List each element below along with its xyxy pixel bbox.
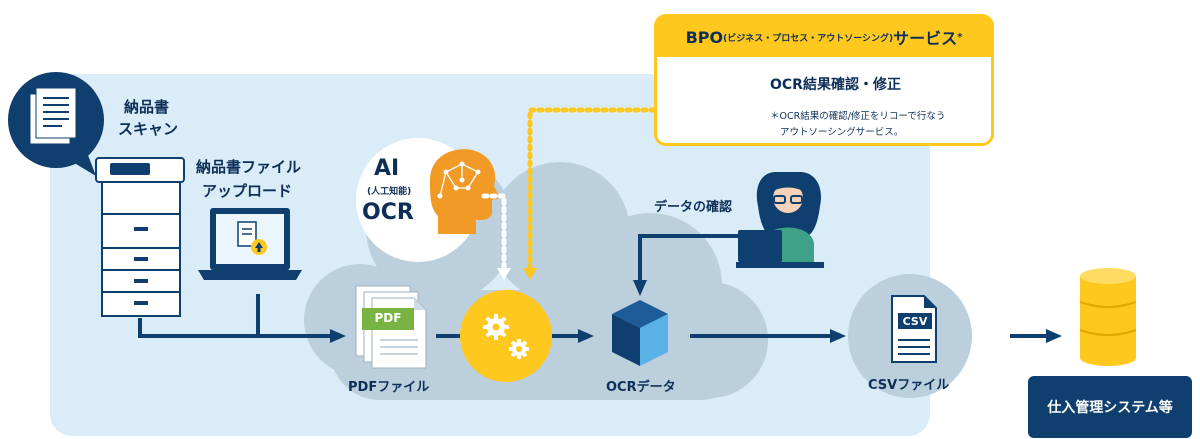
pdf-badge: PDF [374,311,402,325]
bpo-dotted-arrow [523,268,537,280]
ai-ocr-label: OCR [362,200,414,225]
ai-title: AI [374,156,400,181]
check-flow-line [638,234,738,282]
bpo-title-paren: (ビジネス・プロセス・アウトソーシング) [723,33,894,44]
csv-badge: CSV [902,315,928,328]
scan-label-line1: 納品書 [124,98,170,116]
document-bubble-icon [8,72,104,176]
csv-file-label: CSVファイル [868,378,950,393]
ai-ocr-badge [356,138,500,262]
arrow-to-system-head [1046,329,1062,343]
bpo-title-main: BPO [685,27,724,47]
ocr-data-cube-icon [612,300,668,366]
ai-dotted-line [481,193,507,273]
data-check-label: データの確認 [654,200,733,215]
purchase-system-label: 仕入管理システム等 [1028,376,1192,438]
database-icon [1079,268,1137,366]
arrow-to-pdf [330,329,346,343]
pdf-file-icon [355,285,427,369]
ai-dotted-arrow [497,268,511,280]
upload-label-line2: アップロード [202,182,293,200]
input-flow-lines [138,294,330,338]
bpo-note-line2: アウトソーシングサービス。 [780,127,904,138]
ai-subtitle: (人工知能) [367,187,412,197]
laptop-upload-icon [198,208,302,280]
arrow-to-csv-head [830,329,846,343]
arrow-to-ocr-data [578,329,594,343]
pdf-file-label: PDFファイル [348,380,430,395]
csv-file-icon [891,295,937,363]
upload-label-line1: 納品書ファイル [196,158,302,176]
bpo-heading: OCR結果確認・修正 [770,77,901,93]
scan-label-line2: スキャン [118,120,179,138]
bpo-service-panel: BPO (ビジネス・プロセス・アウトソーシング) サービス * [654,14,994,146]
ocr-data-label: OCRデータ [606,380,676,395]
operator-woman-icon [736,172,824,268]
bpo-title: BPO (ビジネス・プロセス・アウトソーシング) サービス * [657,17,991,57]
printer-icon [95,157,185,317]
bpo-dotted-line [527,107,657,273]
arrow-into-ocr-data [633,280,647,296]
bpo-title-mark: * [957,31,963,43]
bpo-note-line1: ＊OCR結果の確認/修正をリコーで行なう [770,111,946,122]
gear-processing-icon [460,290,552,382]
bpo-title-tail: サービス [893,29,958,48]
